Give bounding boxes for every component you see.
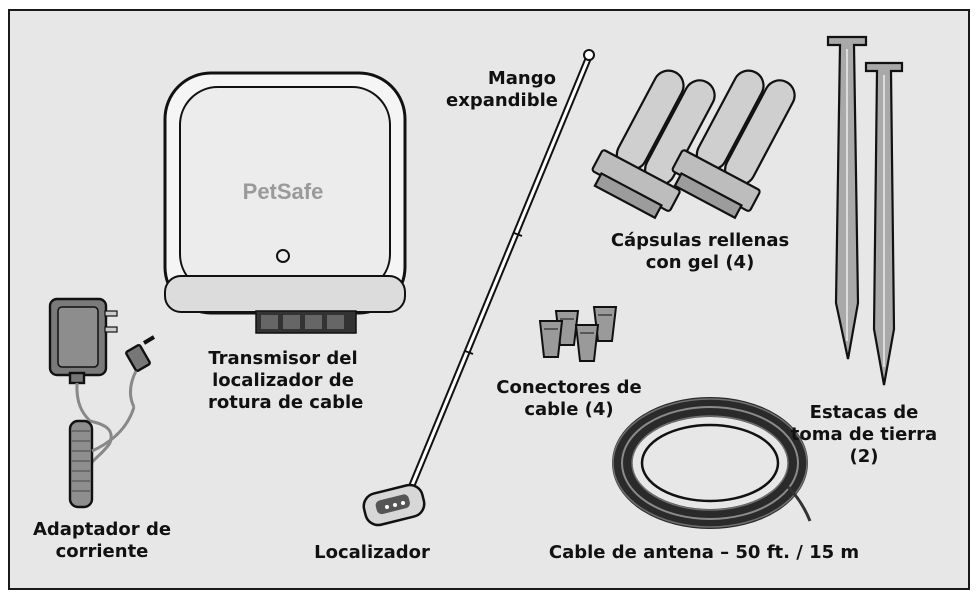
transmitter-terminals: [255, 310, 357, 334]
locator-device: [362, 483, 426, 527]
connectors-label: Conectores de cable (4): [496, 377, 642, 420]
kit-contents-panel: PetSafe: [8, 9, 970, 590]
wire-connectors: [538, 306, 618, 362]
ground-stakes: [826, 35, 904, 386]
antenna-cable-label: Cable de antena – 50 ft. / 15 m: [548, 542, 860, 563]
petsafe-logo: PetSafe: [243, 179, 324, 204]
antenna-cable-coil: [612, 397, 812, 529]
transmitter-label: Transmisor del localizador de rotura de …: [208, 348, 364, 413]
capsules-label: Cápsulas rellenas con gel (4): [610, 230, 790, 273]
stakes-label: Estacas de toma de tierra (2): [790, 402, 938, 467]
kit-illustration: PetSafe: [48, 35, 904, 529]
power-adapter: [48, 297, 156, 509]
transmitter-device: PetSafe: [163, 71, 407, 334]
gel-capsules: [591, 69, 796, 220]
locator-label: Localizador: [314, 542, 430, 563]
expandable-handle: [404, 49, 595, 499]
handle-label: Mango expandible: [446, 68, 558, 111]
adapter-label: Adaptador de corriente: [32, 519, 172, 562]
